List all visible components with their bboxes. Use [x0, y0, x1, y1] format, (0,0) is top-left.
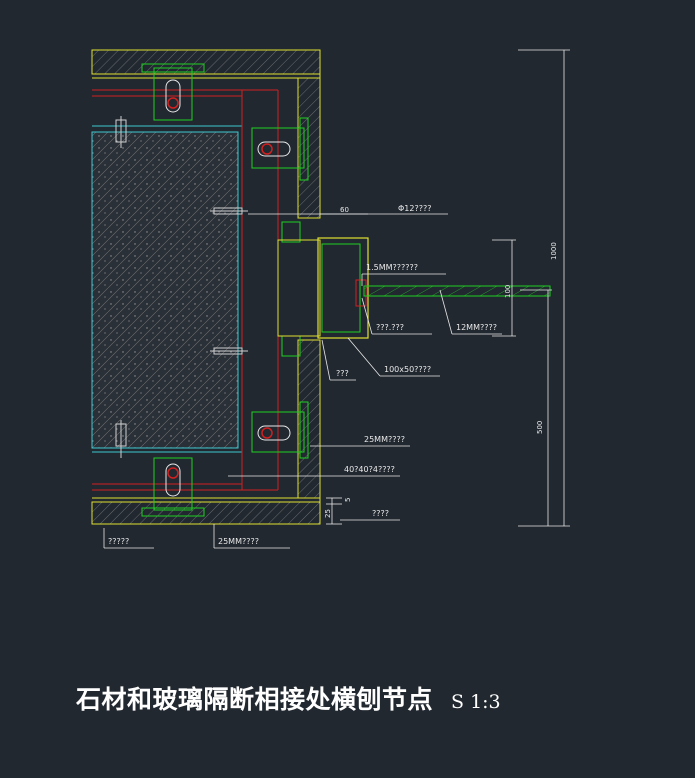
steel-tube [277, 221, 369, 357]
dim-100: 100 [504, 285, 512, 298]
label-stone: 25MM???? [364, 435, 405, 444]
label-bottom-stone: 25MM???? [218, 537, 259, 546]
inner-outline [92, 50, 321, 524]
drawing-scale: S 1:3 [451, 691, 501, 713]
label-seal: ???.??? [376, 323, 404, 332]
top-stone-slab [91, 49, 321, 75]
label-glass: 12MM???? [456, 323, 497, 332]
dim-5: 5 [344, 498, 352, 502]
dim-500: 500 [536, 421, 544, 434]
top-anchor-bracket [141, 63, 205, 121]
annotation-labels: 60 Φ12???? 1.5MM?????? ???.??? 12MM???? … [108, 204, 558, 546]
wall-bolts [115, 116, 248, 458]
label-bottom-right: ???? [372, 509, 389, 518]
label-plate: 1.5MM?????? [366, 263, 418, 272]
label-angle: 40?40?4???? [344, 465, 395, 474]
glass-panel [363, 285, 551, 297]
drawing-title-block: 石材和玻璃隔断相接处横刨节点 S 1:3 [76, 680, 501, 716]
dimension-lines [326, 49, 570, 527]
label-keel: ??? [336, 369, 349, 378]
label-bottom-left: ????? [108, 537, 129, 546]
right-lower-anchor [251, 401, 309, 459]
label-tube: 100x50???? [384, 365, 431, 374]
dim-25: 25 [324, 509, 332, 518]
label-rebar: Φ12???? [398, 204, 431, 213]
bottom-stone-slab [91, 501, 321, 525]
dim-1000: 1000 [550, 242, 558, 260]
right-stone-column [297, 77, 321, 499]
bottom-anchor-bracket [141, 457, 205, 517]
leader-lines [103, 213, 502, 549]
drawing-title: 石材和玻璃隔断相接处横刨节点 [76, 685, 434, 714]
concrete-wall [91, 125, 243, 453]
dim-60: 60 [340, 206, 349, 214]
right-upper-anchor [251, 117, 309, 181]
